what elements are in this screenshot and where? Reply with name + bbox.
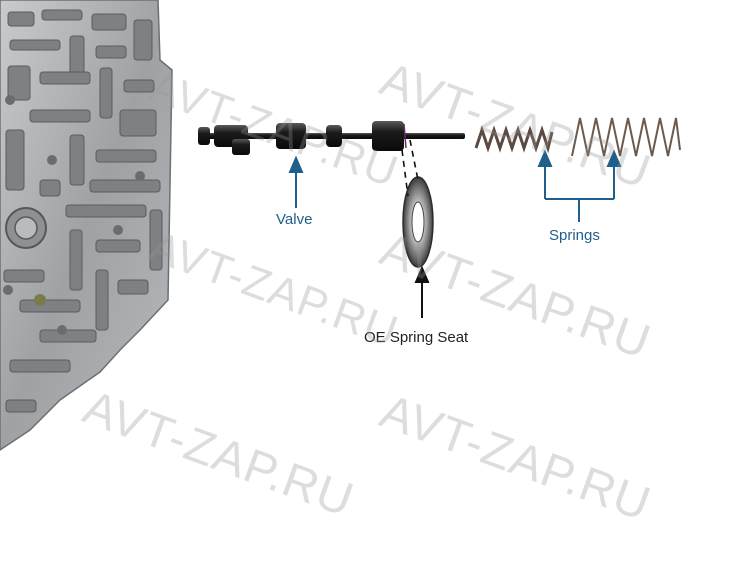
valve-label: Valve bbox=[276, 211, 313, 228]
large-spring bbox=[571, 117, 681, 157]
valve-spool bbox=[198, 121, 465, 155]
seat-callout bbox=[414, 265, 430, 318]
small-spring bbox=[474, 125, 554, 154]
seat-guide-lines bbox=[401, 139, 419, 197]
springs-callout bbox=[537, 149, 622, 222]
spring-seat-label: OE Spring Seat bbox=[364, 329, 469, 346]
valve-callout bbox=[288, 155, 304, 208]
valve-body-illustration bbox=[0, 0, 173, 451]
springs-label: Springs bbox=[549, 227, 600, 244]
